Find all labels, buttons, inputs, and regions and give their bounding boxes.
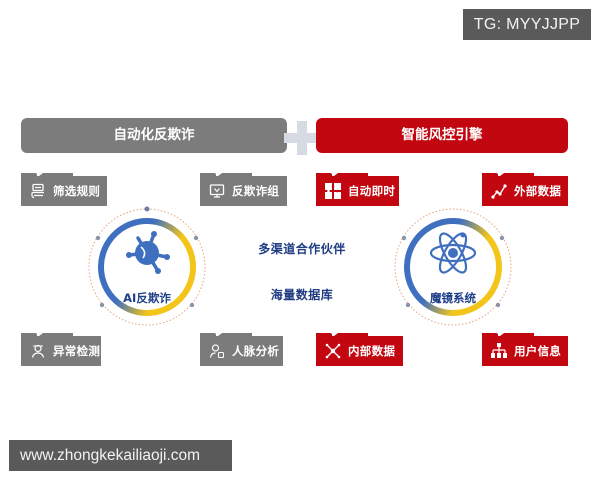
virus-molecule-icon: [122, 228, 172, 278]
watermark-website: www.zhongkekailiaoji.com: [9, 440, 232, 471]
org-chart-icon: [490, 342, 508, 360]
network-node-icon: [324, 342, 342, 360]
header-automated-anti-fraud: 自动化反欺诈: [21, 118, 287, 153]
watermark-telegram: TG: MYYJJPP: [463, 9, 591, 40]
tag-internal-data: 内部数据: [316, 333, 403, 366]
massive-database-text: 海量数据库: [270, 288, 334, 302]
puzzle-icon: [324, 182, 342, 200]
magic-mirror-ring: 魔镜系统: [388, 202, 518, 332]
tag-auto-realtime: 自动即时: [316, 173, 399, 206]
tag-anomaly-detection: 异常检测: [21, 333, 101, 366]
tag-external-data: 外部数据: [482, 173, 568, 206]
tag-label: 自动即时: [348, 184, 396, 198]
tag-label: 外部数据: [514, 184, 562, 198]
tag-label: 反欺诈组: [232, 184, 280, 198]
ring-graphic: [394, 208, 512, 326]
tag-network-analysis: 人脉分析: [200, 333, 283, 366]
ring-label-magic-mirror: 魔镜系统: [430, 291, 476, 305]
user-network-icon: [208, 342, 226, 360]
rules-filter-icon: [29, 182, 47, 200]
tag-label: 异常检测: [53, 344, 101, 358]
person-detect-icon: [29, 342, 47, 360]
tag-label: 内部数据: [348, 344, 396, 358]
tag-filter-rules: 筛选规则: [21, 173, 107, 206]
multi-channel-partners-text: 多渠道合作伙伴: [258, 242, 346, 256]
ai-anti-fraud-ring: AI反欺诈: [82, 202, 212, 332]
tag-anti-fraud-team: 反欺诈组: [200, 173, 287, 206]
ring-label-ai-anti-fraud: AI反欺诈: [123, 291, 171, 305]
plus-icon: [284, 121, 320, 155]
monitor-icon: [208, 182, 226, 200]
tag-label: 人脉分析: [232, 344, 280, 358]
ring-graphic: [88, 206, 206, 326]
tag-user-info: 用户信息: [482, 333, 568, 366]
trend-line-icon: [490, 182, 508, 200]
tag-label: 筛选规则: [53, 184, 101, 198]
tag-label: 用户信息: [514, 344, 562, 358]
atom-icon: [428, 228, 478, 278]
header-smart-risk-engine: 智能风控引擎: [316, 118, 568, 153]
